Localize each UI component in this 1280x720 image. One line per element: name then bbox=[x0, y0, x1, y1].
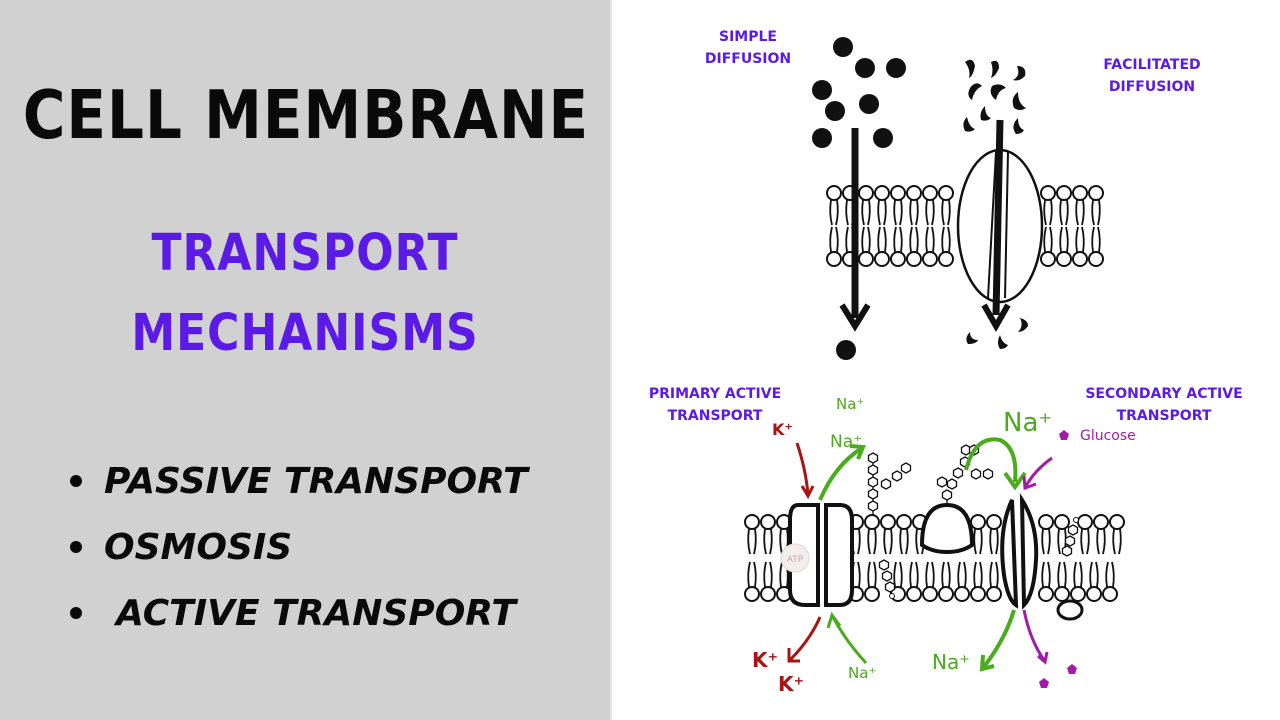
label-line: DIFFUSION bbox=[704, 51, 792, 67]
symporter-protein bbox=[1000, 499, 1019, 609]
ion-sodium-out: Na⁺ bbox=[830, 432, 863, 452]
cholesterol-2 bbox=[1061, 517, 1079, 557]
page-title: CELL MEMBRANE bbox=[22, 76, 590, 155]
glycan-chain-1 bbox=[867, 452, 912, 515]
bottom-membrane: ATP bbox=[744, 444, 1125, 621]
ion-sodium-top: Na⁺ bbox=[836, 395, 865, 413]
left-panel: CELL MEMBRANE TRANSPORT MECHANISMS PASSI… bbox=[0, 0, 610, 720]
topic-list: PASSIVE TRANSPORT OSMOSIS ACTIVE TRANSPO… bbox=[70, 448, 528, 646]
transport-arrows bbox=[787, 437, 1053, 672]
glucose-label: Glucose bbox=[1080, 428, 1136, 444]
facilitated-solutes bbox=[963, 59, 1028, 349]
ion-sodium-in-primary: Na⁺ bbox=[848, 664, 877, 682]
ion-potassium-in: K⁺ bbox=[772, 420, 793, 439]
label-simple-diffusion: SIMPLE DIFFUSION bbox=[700, 26, 796, 70]
cholesterol-1 bbox=[878, 559, 896, 599]
label-line: SECONDARY ACTIVE bbox=[1085, 386, 1243, 402]
membrane-diagram: ATP bbox=[744, 37, 1125, 688]
label-line: SIMPLE bbox=[719, 29, 777, 45]
topic-label: ACTIVE TRANSPORT bbox=[116, 592, 516, 634]
topic-item-passive: PASSIVE TRANSPORT bbox=[70, 448, 528, 514]
top-membrane bbox=[826, 119, 1104, 333]
panel-divider bbox=[610, 0, 612, 720]
label-line: FACILITATED bbox=[1103, 57, 1201, 73]
label-line: DIFFUSION bbox=[1108, 79, 1196, 95]
topic-item-active: ACTIVE TRANSPORT bbox=[70, 580, 528, 646]
label-facilitated-diffusion: FACILITATED DIFFUSION bbox=[1090, 54, 1214, 98]
ion-potassium-out-2: K⁺ bbox=[778, 672, 805, 696]
ion-potassium-out-1: K⁺ bbox=[752, 648, 779, 672]
label-secondary-active-transport: SECONDARY ACTIVE TRANSPORT bbox=[1080, 383, 1248, 427]
solute-particles bbox=[812, 37, 906, 360]
topic-label: OSMOSIS bbox=[104, 526, 293, 568]
subtitle-line-1: TRANSPORT bbox=[151, 224, 459, 283]
topic-item-osmosis: OSMOSIS bbox=[70, 514, 528, 580]
bullet-icon bbox=[70, 541, 82, 553]
ion-sodium-secondary-bottom: Na⁺ bbox=[932, 650, 970, 674]
glucose-icon bbox=[1059, 430, 1069, 440]
label-line: TRANSPORT bbox=[1116, 408, 1212, 424]
label-line: PRIMARY ACTIVE bbox=[648, 386, 782, 402]
label-line: TRANSPORT bbox=[667, 408, 763, 424]
glucose-molecules bbox=[1039, 430, 1077, 688]
bullet-icon bbox=[70, 607, 82, 619]
subtitle-line-2: MECHANISMS bbox=[131, 304, 479, 363]
bullet-icon bbox=[70, 475, 82, 487]
atp-label: ATP bbox=[787, 555, 804, 565]
topic-label: PASSIVE TRANSPORT bbox=[104, 460, 528, 502]
glycan-chain-2 bbox=[936, 444, 994, 505]
label-primary-active-transport: PRIMARY ACTIVE TRANSPORT bbox=[640, 383, 790, 427]
ion-sodium-secondary-top: Na⁺ bbox=[1003, 408, 1053, 438]
carrier-protein bbox=[919, 502, 975, 555]
